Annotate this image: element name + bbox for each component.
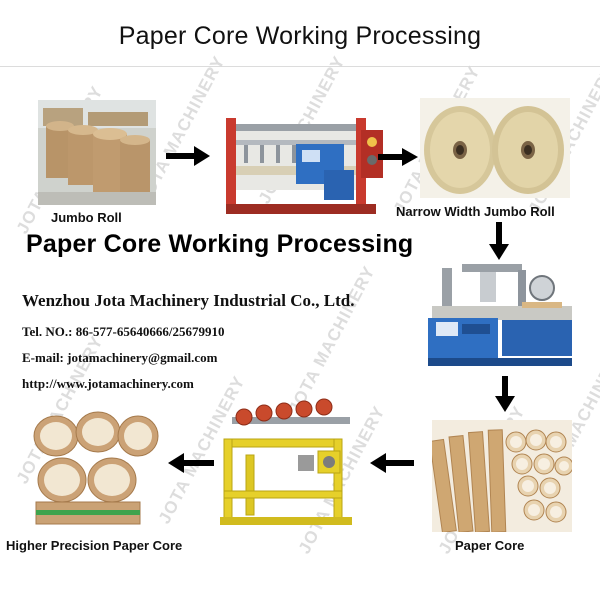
step-label-narrow-width-jumbo-roll: Narrow Width Jumbo Roll [396, 204, 555, 219]
company-name: Wenzhou Jota Machinery Industrial Co., L… [22, 291, 355, 310]
paper-core-image [432, 420, 572, 532]
arrow-icon [495, 376, 515, 412]
arrow-icon [378, 148, 418, 166]
company-email[interactable]: E-mail: jotamachinery@gmail.com [22, 350, 218, 365]
company-phone: Tel. NO.: 86-577-65640666/25679910 [22, 324, 225, 339]
core-cutter-machine-icon [218, 395, 360, 527]
arrow-icon [166, 146, 210, 166]
slitting-machine-icon [216, 100, 386, 218]
header-divider [0, 66, 600, 67]
higher-precision-paper-core-image [30, 410, 160, 528]
header-title: Paper Core Working Processing [118, 22, 482, 50]
company-website[interactable]: http://www.jotamachinery.com [22, 376, 194, 391]
jumbo-roll-image [38, 100, 156, 205]
step-label-higher-precision-paper-core: Higher Precision Paper Core [6, 538, 183, 553]
spiral-core-machine-icon [422, 258, 580, 370]
arrow-icon [489, 222, 509, 260]
arrow-icon [168, 453, 214, 473]
step-label-jumbo-roll: Jumbo Roll [51, 210, 122, 225]
arrow-icon [370, 453, 414, 473]
step-label-paper-core: Paper Core [455, 538, 525, 553]
main-title: Paper Core Working Processing [26, 230, 414, 258]
narrow-width-roll-image [420, 98, 570, 198]
